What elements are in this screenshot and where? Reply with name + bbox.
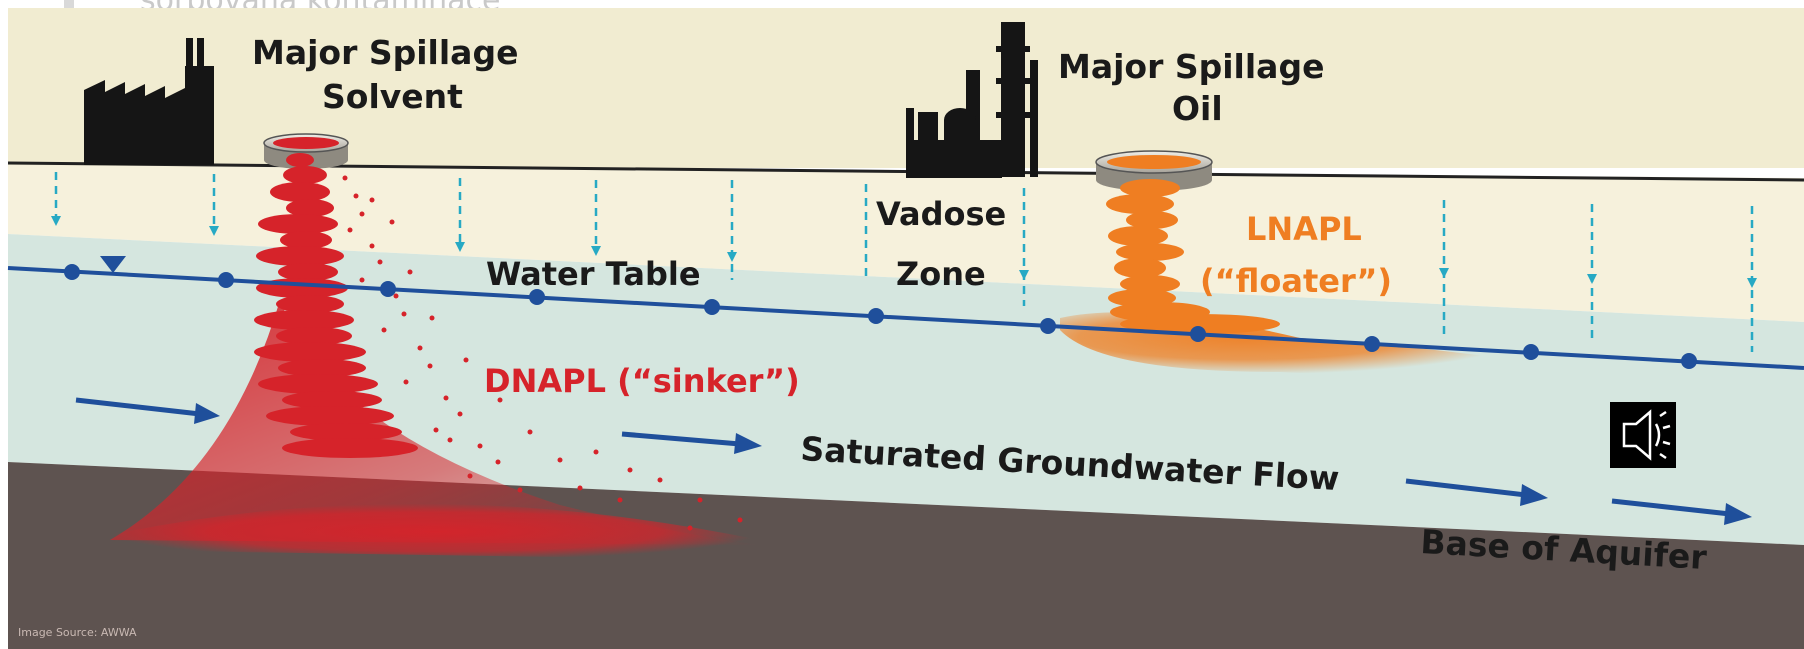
water-table-markers bbox=[64, 264, 1697, 369]
image-source-credit: Image Source: AWWA bbox=[18, 626, 137, 639]
label-vadose-2: Zone bbox=[896, 255, 986, 293]
label-spill-oil-2: Oil bbox=[1172, 89, 1223, 128]
lnapl-plume bbox=[1060, 179, 1520, 375]
label-water-table: Water Table bbox=[486, 255, 701, 293]
label-dnapl: DNAPL (“sinker”) bbox=[484, 362, 800, 400]
water-table-symbol bbox=[100, 256, 126, 273]
label-lnapl-1: LNAPL bbox=[1246, 210, 1362, 248]
header-bullet bbox=[64, 0, 74, 10]
label-vadose-1: Vadose bbox=[876, 195, 1006, 233]
label-spill-solvent-2: Solvent bbox=[322, 77, 463, 116]
label-lnapl-2: (“floater”) bbox=[1200, 262, 1392, 300]
factory-icon bbox=[84, 38, 214, 165]
water-table-line bbox=[7, 266, 1804, 370]
vadose-zone-region bbox=[8, 165, 1804, 322]
label-spill-solvent-1: Major Spillage bbox=[252, 33, 518, 72]
dnapl-plume bbox=[110, 153, 760, 560]
refinery-icon bbox=[906, 22, 1038, 178]
flow-arrows bbox=[75, 397, 1752, 525]
infiltration-arrowheads bbox=[51, 216, 1757, 288]
speaker-icon[interactable] bbox=[1610, 402, 1676, 468]
label-spill-oil-1: Major Spillage bbox=[1058, 47, 1324, 86]
